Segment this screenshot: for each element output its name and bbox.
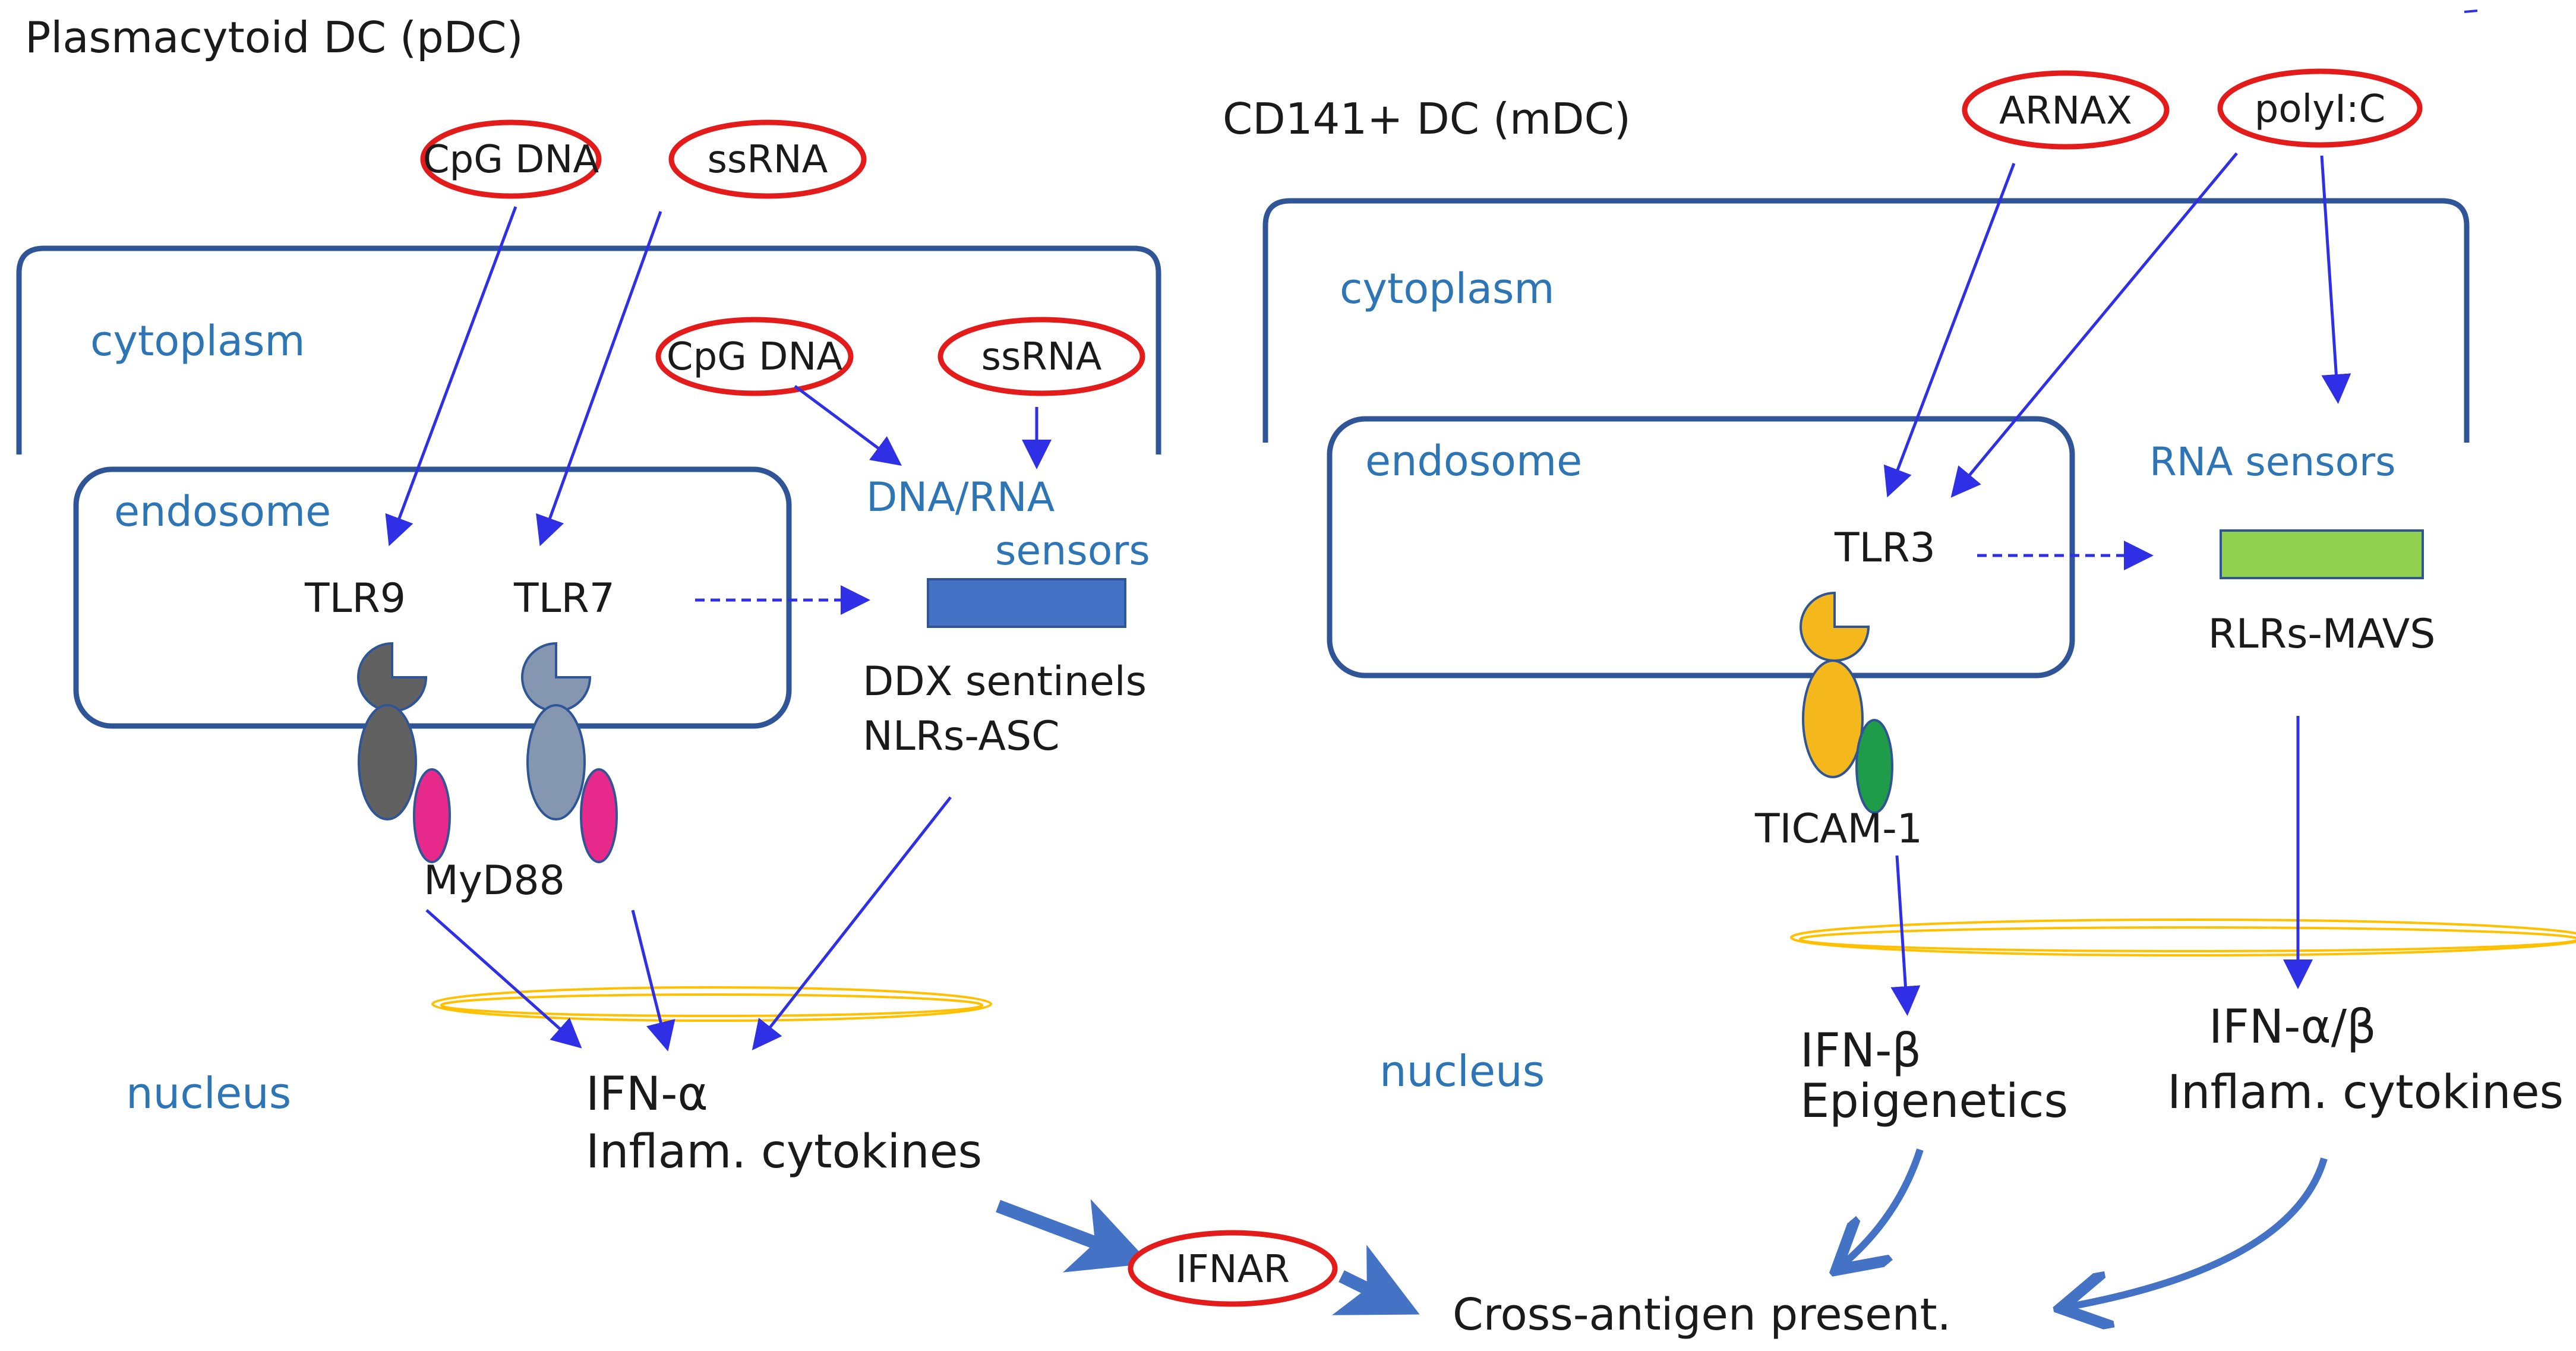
epigenetics-to-cross-present-arrow xyxy=(1842,1148,1924,1265)
tlr3-label: TLR3 xyxy=(1834,525,1936,572)
ifn-alpha-beta-label: IFN-α/β xyxy=(2209,1000,2376,1054)
ticam1-label: TICAM-1 xyxy=(1754,806,1922,853)
pdc-endosome xyxy=(73,466,792,729)
ticam1-adaptor xyxy=(1855,719,1893,814)
pdc-nuclear-membrane-inner xyxy=(440,993,983,1017)
ifn-beta-label: IFN-β xyxy=(1800,1024,1921,1078)
pdc-ifn-alpha-label: IFN-α xyxy=(586,1068,708,1121)
rlrs-mavs-bar xyxy=(2220,529,2424,579)
cross-antigen-present-label: Cross-antigen present. xyxy=(1453,1289,1951,1340)
pdc-inner-cpg-dna-ligand xyxy=(655,317,854,396)
dna-rna-label: DNA/RNA xyxy=(866,474,1055,521)
pdc-cytoplasm-label: cytoplasm xyxy=(90,317,305,365)
pdc-inflam-cytokines-label: Inflam. cytokines xyxy=(586,1125,982,1179)
pdc-nucleus-label: nucleus xyxy=(126,1068,291,1118)
pdc-ssrna-ligand xyxy=(668,119,867,199)
tlr7-myd88-adaptor xyxy=(580,768,618,863)
tlr7-receptor xyxy=(521,642,592,820)
myd88-tlr7-to-ifn-arrow xyxy=(631,910,675,1052)
mdc-title: CD141+ DC (mDC) xyxy=(1223,94,1631,144)
rlrs-mavs-label: RLRs-MAVS xyxy=(2208,611,2436,658)
epigenetics-label: Epigenetics xyxy=(1800,1075,2068,1128)
ifnar-label: IFNAR xyxy=(1176,1248,1290,1292)
pdc-cytoplasm-membrane xyxy=(16,245,1161,454)
mdc-inflam-cytokines-label: Inflam. cytokines xyxy=(2167,1066,2564,1119)
ssrna-to-tlr7-arrow xyxy=(536,211,662,547)
myd88-tlr9-to-ifn-arrow xyxy=(425,909,582,1049)
rna-sensors-label: RNA sensors xyxy=(2149,439,2395,485)
dna-rna-sensor-bar xyxy=(927,578,1126,628)
pdc-inner-ssrna-ligand xyxy=(937,317,1145,396)
polyic-to-rna-sensors-arrow xyxy=(2320,155,2351,404)
pdc-inner-cpg-dna-label: CpG DNA xyxy=(667,335,842,379)
pdc-endosome-label: endosome xyxy=(114,487,331,536)
mdc-nuclear-membrane-inner xyxy=(1799,926,2576,952)
pdc-cpg-dna-label: CpG DNA xyxy=(423,138,599,182)
tlr3-receptor xyxy=(1800,591,1870,778)
arnax-ligand xyxy=(1962,70,2170,150)
ddx-sentinels-label: DDX sentinels xyxy=(863,658,1147,705)
mdc-nucleus-label: nucleus xyxy=(1379,1046,1545,1096)
ifnar-to-cross-present-arrow xyxy=(1332,1245,1420,1315)
polyic-label: polyI:C xyxy=(2255,87,2386,131)
sensors-label: sensors xyxy=(995,528,1150,575)
pdc-title: Plasmacytoid DC (pDC) xyxy=(25,12,523,62)
corner-mark xyxy=(2464,10,2478,13)
myd88-label: MyD88 xyxy=(424,857,565,904)
sensor-to-ifn-arrow xyxy=(752,796,952,1050)
ticam1-to-ifn-beta-arrow xyxy=(1890,855,1921,1016)
polyic-to-tlr3-arrow xyxy=(1950,152,2238,498)
tlr9-label: TLR9 xyxy=(304,575,406,622)
mdc-nuclear-membrane-outer xyxy=(1790,918,2576,957)
polyic-ligand xyxy=(2217,68,2423,148)
arnax-label: ARNAX xyxy=(1999,89,2132,133)
pdc-nuclear-membrane-outer xyxy=(431,986,992,1022)
pdc-cpg-dna-ligand xyxy=(420,119,602,199)
nlrs-asc-label: NLRs-ASC xyxy=(863,713,1060,760)
tlr7-label: TLR7 xyxy=(513,575,615,622)
pdc-inner-ssrna-label: ssRNA xyxy=(981,335,1102,379)
tlr9-myd88-adaptor xyxy=(413,768,451,863)
mdc-cytoplasm-label: cytoplasm xyxy=(1340,264,1555,313)
inner-cpg-to-sensor-arrow xyxy=(794,384,902,466)
mdc-cytoplasm-membrane xyxy=(1262,198,2470,443)
mdc-cytokines-to-cross-present-arrow xyxy=(2067,1157,2328,1307)
pdc-ssrna-label: ssRNA xyxy=(708,138,828,182)
mdc-endosome-label: endosome xyxy=(1365,437,1582,485)
ifn-to-ifnar-arrow xyxy=(996,1199,1150,1273)
cpg-to-tlr9-arrow xyxy=(385,206,517,547)
tlr9-receptor xyxy=(357,642,428,820)
arnax-to-tlr3-arrow xyxy=(1883,163,2016,498)
